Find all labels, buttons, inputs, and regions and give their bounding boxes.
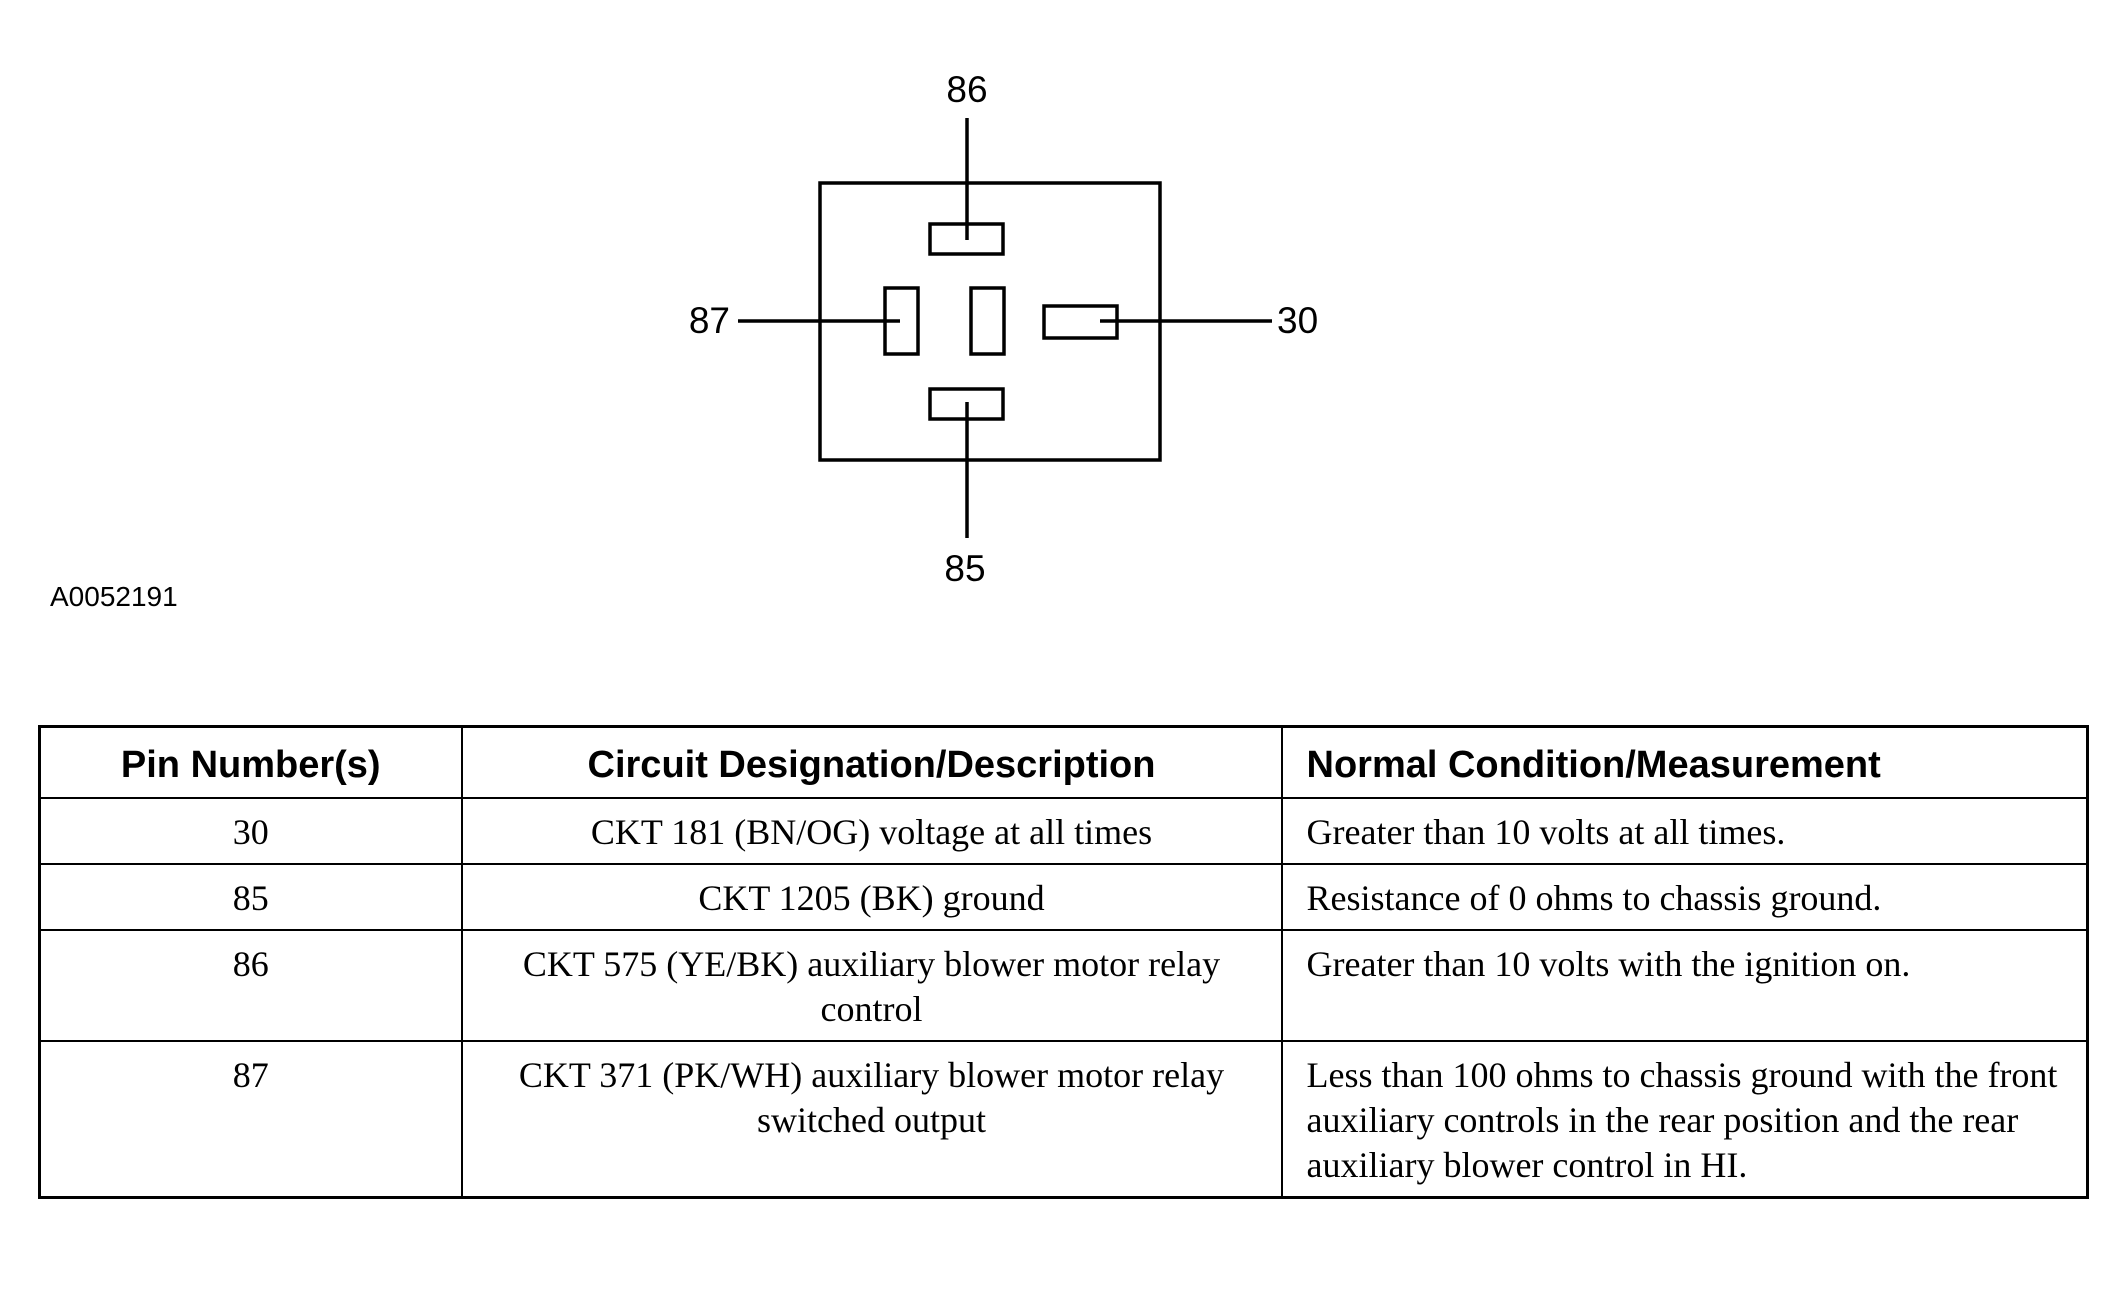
terminal-center bbox=[969, 286, 1006, 356]
cell-condition: Greater than 10 volts at all times. bbox=[1280, 797, 2089, 865]
pin-measurement-table: Pin Number(s) Circuit Designation/Descri… bbox=[38, 725, 2089, 1199]
cell-description: CKT 371 (PK/WH) auxiliary blower motor r… bbox=[460, 1040, 1283, 1199]
table-row: 87 CKT 371 (PK/WH) auxiliary blower moto… bbox=[38, 1040, 2089, 1199]
cell-condition: Resistance of 0 ohms to chassis ground. bbox=[1280, 863, 2089, 931]
cell-description: CKT 1205 (BK) ground bbox=[460, 863, 1283, 931]
table-row: 30 CKT 181 (BN/OG) voltage at all times … bbox=[38, 797, 2089, 865]
header-normal-condition: Normal Condition/Measurement bbox=[1280, 725, 2089, 799]
figure-id-label: A0052191 bbox=[50, 581, 178, 612]
cell-pin: 30 bbox=[38, 797, 463, 865]
pin-label-30: 30 bbox=[1277, 300, 1318, 341]
cell-condition: Greater than 10 volts with the ignition … bbox=[1280, 929, 2089, 1042]
cell-pin: 87 bbox=[38, 1040, 463, 1199]
header-circuit-description: Circuit Designation/Description bbox=[460, 725, 1283, 799]
table-row: 86 CKT 575 (YE/BK) auxiliary blower moto… bbox=[38, 929, 2089, 1042]
cell-pin: 85 bbox=[38, 863, 463, 931]
cell-pin: 86 bbox=[38, 929, 463, 1042]
table-header-row: Pin Number(s) Circuit Designation/Descri… bbox=[38, 725, 2089, 799]
cell-description: CKT 181 (BN/OG) voltage at all times bbox=[460, 797, 1283, 865]
pin-label-87: 87 bbox=[689, 300, 730, 341]
header-pin-number: Pin Number(s) bbox=[38, 725, 463, 799]
cell-condition: Less than 100 ohms to chassis ground wit… bbox=[1280, 1040, 2089, 1199]
cell-description: CKT 575 (YE/BK) auxiliary blower motor r… bbox=[460, 929, 1283, 1042]
relay-connector-diagram: 86 87 30 85 A0052191 bbox=[50, 69, 1318, 612]
pin-label-85: 85 bbox=[944, 548, 985, 589]
pin-label-86: 86 bbox=[946, 69, 987, 110]
table-row: 85 CKT 1205 (BK) ground Resistance of 0 … bbox=[38, 863, 2089, 931]
